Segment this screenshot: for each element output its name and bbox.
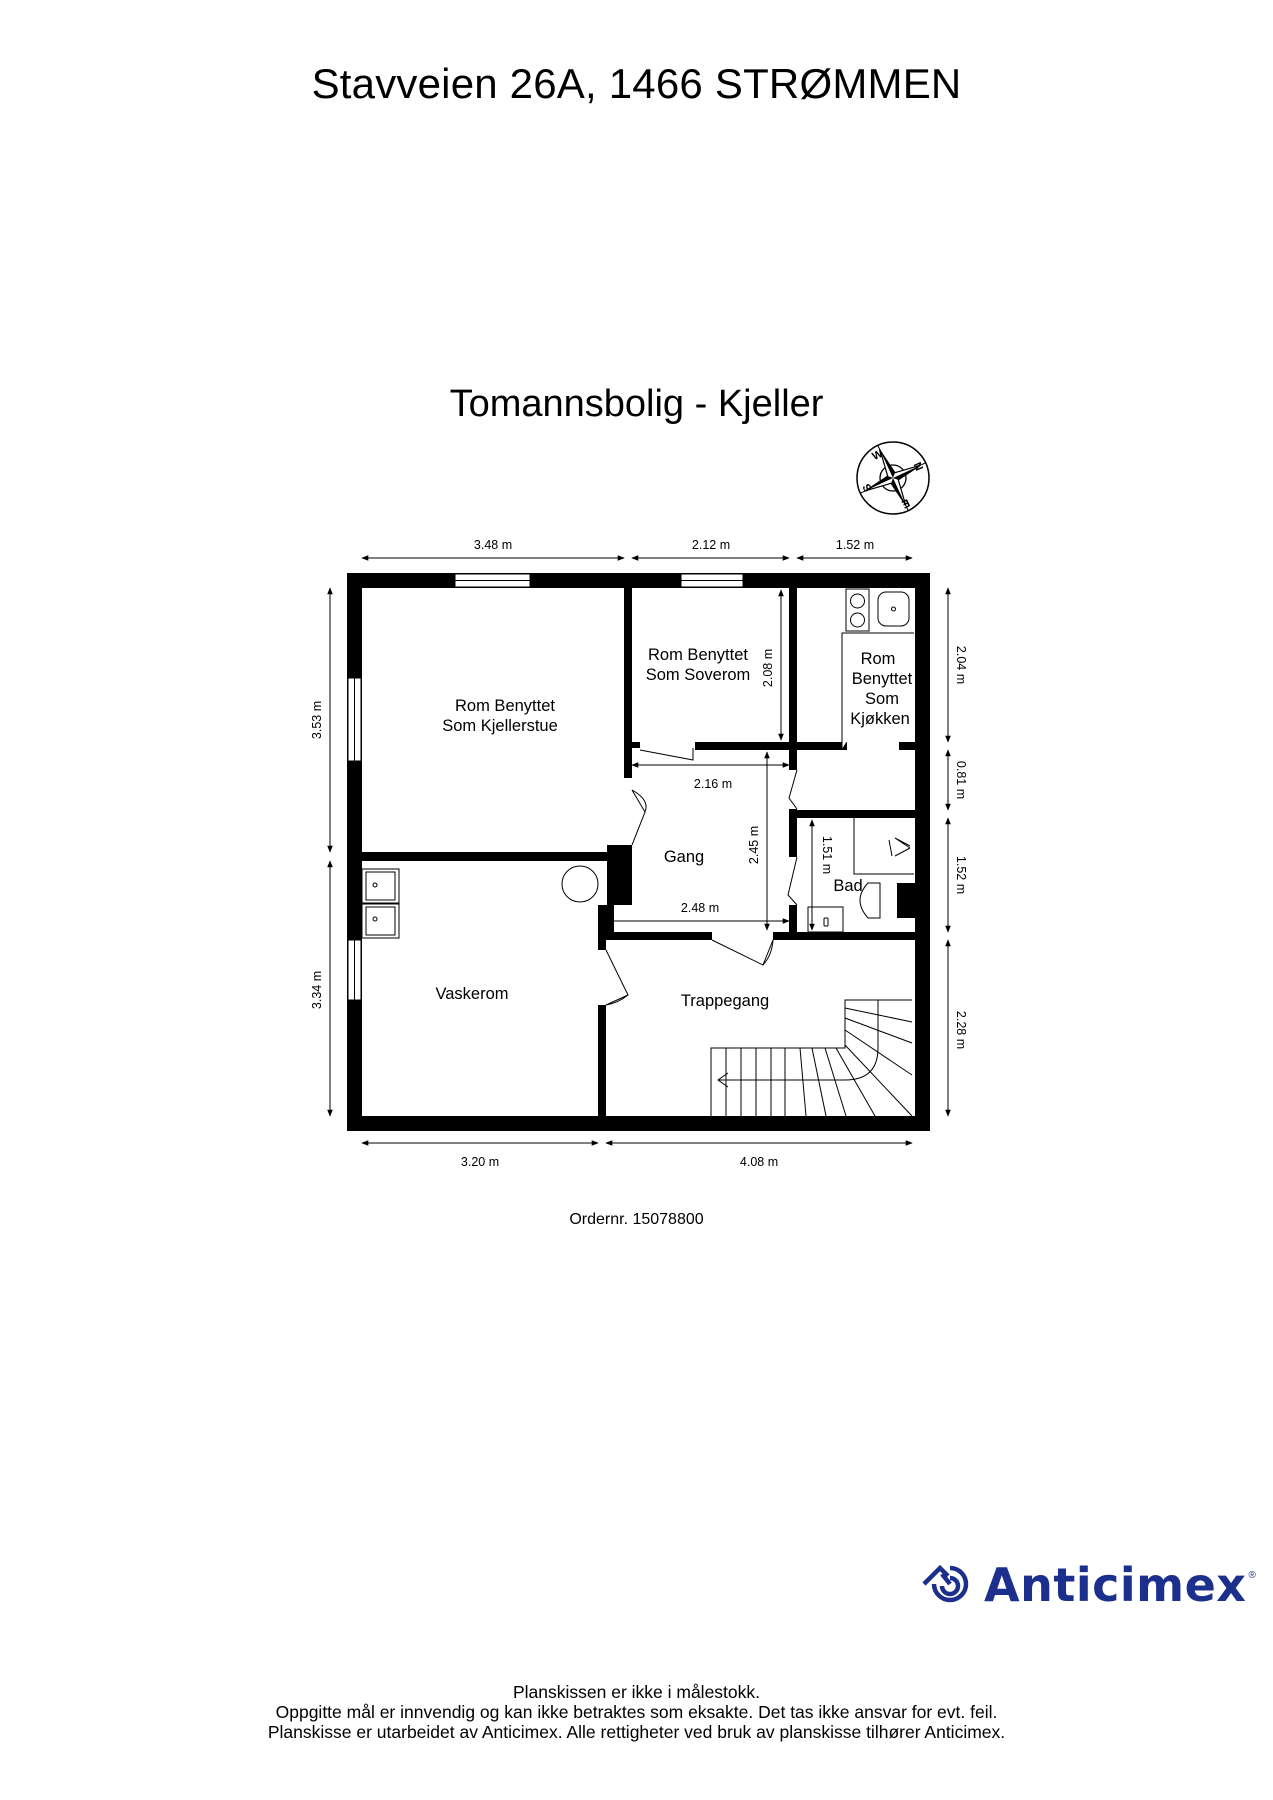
dim-right-2: 0.81 m	[954, 761, 968, 799]
disclaimer-line-1: Planskissen er ikke i målestokk.	[512, 1682, 761, 1702]
room-kjokken-line3: Som	[865, 690, 899, 708]
dim-soverom-height: 2.08 m	[761, 649, 775, 687]
disclaimer-line-3: Planskisse er utarbeidet av Anticimex. A…	[267, 1722, 1006, 1742]
dim-gang-top: 2.16 m	[694, 777, 732, 791]
door-vaskerom	[605, 949, 629, 1006]
dim-top-2: 2.12 m	[692, 538, 730, 552]
windows	[347, 573, 744, 1001]
doors	[605, 748, 798, 1006]
room-kjokken-line2: Benyttet	[852, 670, 913, 688]
dim-left-1: 3.53 m	[310, 701, 324, 739]
water-heater-icon	[561, 865, 599, 903]
registered-mark: ®	[1248, 1570, 1256, 1581]
room-soverom-line1: Rom Benyttet	[648, 646, 748, 664]
dim-top-1: 3.48 m	[474, 538, 512, 552]
dim-bottom-2: 4.08 m	[740, 1155, 778, 1169]
page-title: Stavveien 26A, 1466 STRØMMEN	[311, 60, 962, 107]
room-vaskerom: Vaskerom	[435, 985, 508, 1003]
order-number: Ordernr. 15078800	[569, 1211, 704, 1228]
door-trappegang	[711, 939, 774, 966]
room-kjokken-line4: Kjøkken	[850, 710, 910, 728]
room-kjellerstue-line1: Rom Benyttet	[455, 697, 555, 715]
room-gang: Gang	[664, 848, 704, 866]
room-kjokken-line1: Rom	[861, 650, 896, 668]
dim-gang-height: 2.45 m	[747, 826, 761, 864]
fixtures	[361, 588, 914, 939]
interior-walls	[362, 588, 915, 1116]
dim-top-3: 1.52 m	[836, 538, 874, 552]
dimension-lines	[327, 555, 951, 1146]
toilet-icon	[859, 882, 881, 919]
svg-text:S: S	[861, 482, 875, 494]
door-kjokken	[788, 769, 798, 810]
dim-right-1: 2.04 m	[954, 646, 968, 684]
disclaimer-line-2: Oppgitte mål er innvendig og kan ikke be…	[275, 1702, 998, 1722]
staircase	[710, 999, 913, 1117]
anticimex-house-spiral-icon	[922, 1564, 969, 1603]
dim-bad-height: 1.51 m	[820, 836, 834, 874]
shower-icon	[853, 818, 914, 875]
room-soverom-line2: Som Soverom	[646, 666, 751, 684]
door-soverom	[639, 748, 694, 761]
compass-rose-icon: W N E S	[856, 441, 930, 515]
dim-gang-bottom: 2.48 m	[681, 901, 719, 915]
room-kjellerstue-line2: Som Kjellerstue	[442, 717, 558, 735]
svg-text:E: E	[900, 496, 912, 510]
floor-subtitle: Tomannsbolig - Kjeller	[449, 383, 824, 425]
dim-right-4: 2.28 m	[954, 1011, 968, 1049]
room-bad: Bad	[833, 877, 862, 895]
door-bad	[787, 856, 798, 906]
dim-bottom-1: 3.20 m	[461, 1155, 499, 1169]
dimension-labels: 3.48 m 2.12 m 1.52 m 3.20 m 4.08 m 3.53 …	[310, 538, 968, 1169]
disclaimer: Planskissen er ikke i målestokk. Oppgitt…	[0, 1682, 1273, 1742]
room-trappegang: Trappegang	[681, 992, 769, 1010]
dim-right-3: 1.52 m	[954, 856, 968, 894]
dim-left-2: 3.34 m	[310, 971, 324, 1009]
room-labels: Rom Benyttet Som Kjellerstue Rom Benytte…	[435, 646, 912, 1010]
logo-text: Anticimex	[984, 1558, 1247, 1612]
anticimex-logo: Anticimex ®	[920, 1558, 1256, 1612]
